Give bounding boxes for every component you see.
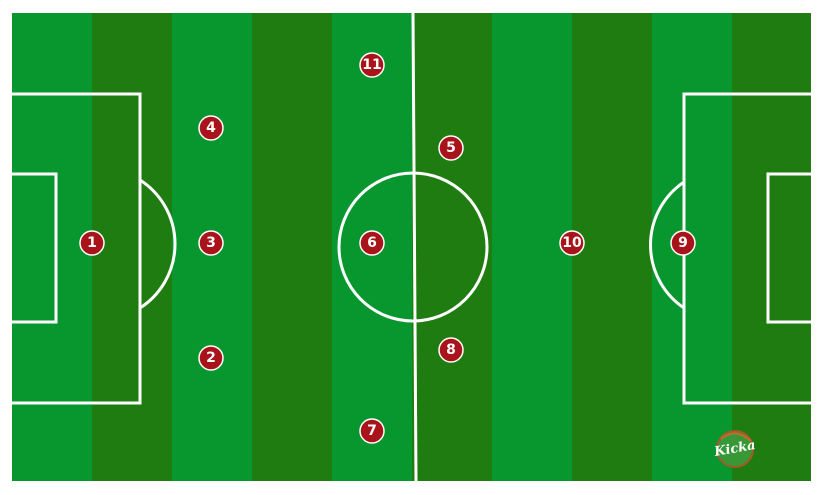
player-6[interactable]: 6 bbox=[359, 230, 385, 256]
pitch-stripe bbox=[732, 13, 811, 481]
player-marker bbox=[198, 345, 224, 371]
player-number: 10 bbox=[562, 235, 582, 251]
player-number: 1 bbox=[87, 235, 97, 251]
player-number: 11 bbox=[362, 57, 381, 73]
logo-swoosh-icon bbox=[720, 432, 752, 442]
left-penalty-arc bbox=[139, 178, 177, 310]
player-marker bbox=[438, 135, 464, 161]
player-number: 5 bbox=[446, 140, 456, 156]
pitch-markings bbox=[12, 12, 811, 482]
right-goal-area bbox=[766, 172, 811, 324]
player-1[interactable]: 1 bbox=[79, 230, 105, 256]
player-number: 8 bbox=[446, 342, 456, 358]
player-marker bbox=[559, 230, 585, 256]
player-marker bbox=[359, 52, 385, 78]
player-4[interactable]: 4 bbox=[198, 115, 224, 141]
player-marker bbox=[359, 230, 385, 256]
player-marker bbox=[670, 230, 696, 256]
player-number: 6 bbox=[367, 235, 377, 251]
player-8[interactable]: 8 bbox=[438, 337, 464, 363]
player-11[interactable]: 11 bbox=[359, 52, 385, 78]
player-number: 4 bbox=[206, 120, 216, 136]
player-3[interactable]: 3 bbox=[198, 230, 224, 256]
player-7[interactable]: 7 bbox=[359, 418, 385, 444]
player-5[interactable]: 5 bbox=[438, 135, 464, 161]
pitch-stripe bbox=[252, 13, 332, 481]
logo-ball-icon bbox=[716, 430, 754, 468]
player-marker bbox=[359, 418, 385, 444]
pitch-stripe bbox=[412, 13, 492, 481]
player-marker bbox=[198, 115, 224, 141]
centre-circle bbox=[337, 171, 489, 323]
player-marker bbox=[79, 230, 105, 256]
left-penalty-area bbox=[12, 92, 142, 405]
player-number: 9 bbox=[678, 235, 688, 251]
player-10[interactable]: 10 bbox=[559, 230, 585, 256]
left-goal-area bbox=[12, 172, 58, 324]
kicka-logo: Kicka bbox=[712, 430, 757, 468]
pitch-stripe bbox=[492, 13, 572, 481]
halfway-line bbox=[411, 12, 418, 482]
player-number: 2 bbox=[206, 350, 216, 366]
player-number: 7 bbox=[367, 423, 377, 439]
player-9[interactable]: 9 bbox=[670, 230, 696, 256]
player-2[interactable]: 2 bbox=[198, 345, 224, 371]
player-marker bbox=[438, 337, 464, 363]
player-number: 3 bbox=[206, 235, 216, 251]
player-marker bbox=[198, 230, 224, 256]
logo-text: Kicka bbox=[712, 438, 757, 460]
pitch-stripe bbox=[572, 13, 652, 481]
right-penalty-arc bbox=[649, 180, 685, 310]
